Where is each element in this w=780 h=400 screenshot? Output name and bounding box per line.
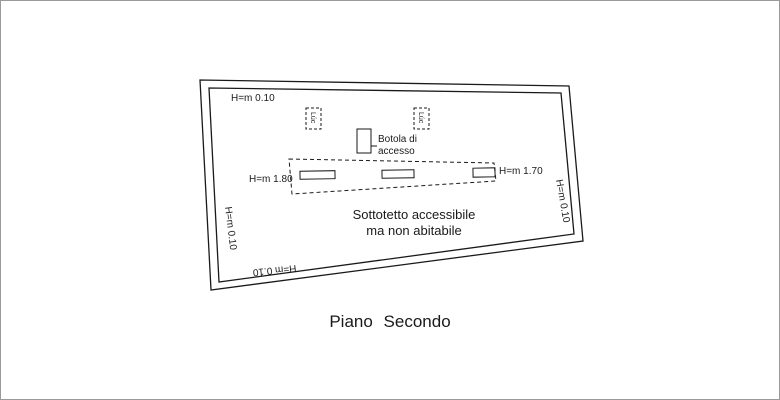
height-label-right-wall: H=m 0.10 bbox=[553, 179, 571, 224]
access-hatch bbox=[356, 128, 372, 154]
room-label-line2: ma non abitabile bbox=[366, 223, 461, 238]
room-label-line1: Sottotetto accessibile bbox=[353, 207, 476, 222]
outer-wall bbox=[199, 79, 584, 291]
ridge-beam-left bbox=[299, 170, 336, 180]
height-label-ridge-left: H=m 1.80 bbox=[249, 174, 293, 185]
height-label-left-wall: H=m 0.10 bbox=[222, 206, 238, 251]
height-label-top-left: H=m 0.10 bbox=[231, 93, 275, 104]
height-label-bottom-wall: H=m 0.10 bbox=[252, 262, 297, 278]
hatch-label-line1: Botola di bbox=[378, 134, 417, 145]
hatch-label-line2: accesso bbox=[378, 146, 415, 157]
inner-wall bbox=[208, 87, 575, 283]
ridge-beam-right bbox=[472, 167, 496, 178]
ridge-zone bbox=[288, 158, 497, 195]
vent-right bbox=[413, 107, 430, 130]
floor-caption: Piano Secondo bbox=[329, 312, 451, 331]
vent-left-label: Lúc bbox=[309, 112, 316, 124]
ridge-beam-center bbox=[381, 169, 415, 179]
height-label-ridge-right: H=m 1.70 bbox=[499, 166, 543, 177]
vent-right-label: Lúc bbox=[417, 112, 424, 124]
vent-left bbox=[305, 107, 322, 130]
